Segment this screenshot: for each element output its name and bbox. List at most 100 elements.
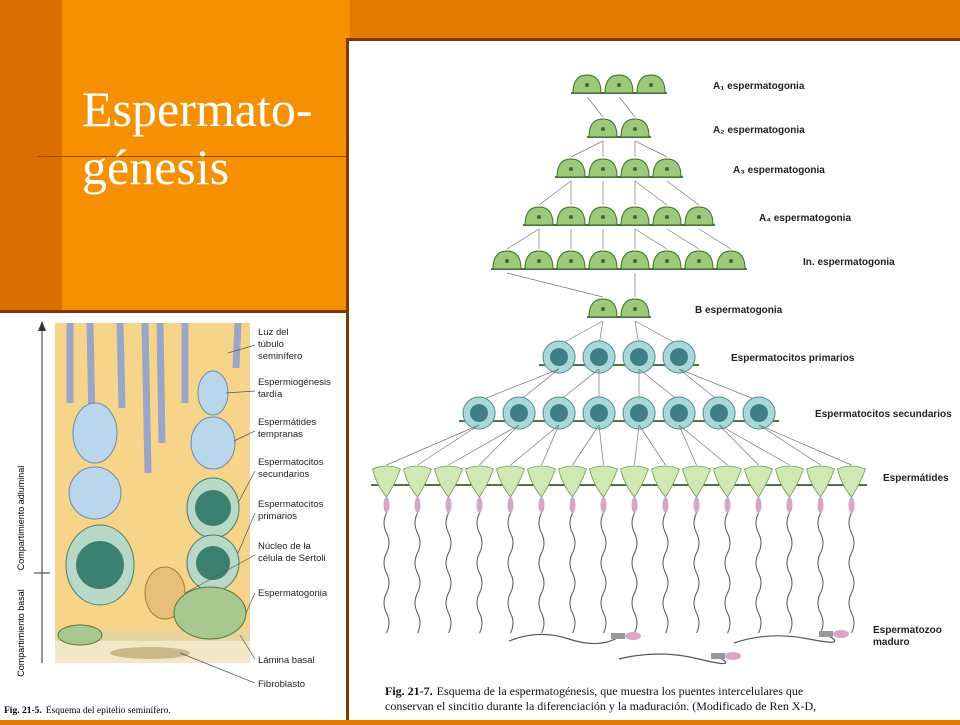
nucleolus — [601, 215, 605, 219]
mature-sperm-1-head — [625, 632, 641, 640]
nucleus-right-1 — [195, 490, 231, 526]
left-caption: Fig. 21-5.Esquema del epitelio seminífer… — [4, 705, 171, 716]
mature-sperm-2-tail — [618, 653, 727, 665]
spermatid-tail — [569, 512, 576, 634]
spermatid-head — [507, 497, 514, 513]
nucleolus — [665, 215, 669, 219]
spermatid-head — [848, 497, 855, 513]
spermatid-tail — [414, 512, 421, 634]
nucleolus — [601, 167, 605, 171]
nucleolus — [665, 259, 669, 263]
spermatid-head — [445, 497, 452, 513]
title-divider — [38, 156, 350, 157]
label-basal-lamina: Lámina basal — [258, 655, 315, 666]
spermatid-head — [662, 497, 669, 513]
spermatid-head — [476, 497, 483, 513]
spermatid — [682, 465, 712, 498]
spermatid-tail — [786, 512, 793, 634]
tail-3 — [116, 322, 126, 409]
spermatid-tail — [383, 512, 390, 634]
late-spermatid — [197, 370, 229, 416]
slide-title-line-2: génesis — [82, 139, 230, 195]
mature-sperm-1-tail — [508, 633, 620, 645]
spermatid-head — [693, 497, 700, 513]
tail-4 — [141, 322, 152, 474]
fibroblast — [110, 647, 190, 659]
label-leaders — [179, 344, 256, 684]
mature-sperm-2-midpiece — [711, 653, 725, 659]
nucleolus — [569, 259, 573, 263]
right-caption-text-1: Esquema de la espermatogénesis, que mues… — [437, 684, 804, 698]
lineage-line — [510, 424, 560, 466]
nucleolus — [537, 215, 541, 219]
label-late-1: Espermiogénesis — [258, 377, 331, 388]
spermatid-head — [631, 497, 638, 513]
left-color-strip — [0, 0, 62, 310]
left-caption-label: Fig. 21-5. — [4, 706, 42, 716]
nucleolus — [537, 259, 541, 263]
lineage-line — [506, 228, 540, 250]
spermatid-tail — [507, 512, 514, 634]
row-5: B espermatogonia — [506, 272, 783, 318]
spermatid — [620, 465, 650, 498]
spermatid-head — [724, 497, 731, 513]
row-label-4: In. espermatogonia — [803, 257, 895, 268]
lineage-line — [678, 424, 697, 466]
label-sertoli-1: Núcleo de la — [258, 541, 312, 552]
seminiferous-epithelium-diagram: Compartimiento adluminal Compartimiento … — [4, 321, 331, 716]
spermatid — [434, 465, 464, 498]
spermatid — [775, 465, 805, 498]
mature-sperm-3-head — [833, 630, 849, 638]
spermatid — [651, 465, 681, 498]
label-sertoli-2: célula de Sertoli — [258, 553, 326, 564]
nucleolus — [729, 259, 733, 263]
lineage-line — [678, 368, 720, 402]
row-label-1: A₂ espermatogonia — [713, 125, 805, 136]
row-label-5: B espermatogonia — [695, 305, 783, 316]
lineage-line — [634, 228, 668, 250]
tail-5 — [156, 322, 166, 444]
title-panel — [62, 0, 350, 310]
spermatocyte-nucleus — [670, 404, 688, 422]
spermatid-tail — [445, 512, 452, 634]
label-lumen-2: túbulo — [258, 339, 284, 350]
label-prim-1: Espermatocitos — [258, 499, 324, 510]
label-lumen-1: Luz del — [258, 327, 289, 338]
lineage-line — [598, 424, 604, 466]
row-8: Espermátides — [371, 424, 949, 634]
spermatocyte-nucleus — [550, 404, 568, 422]
label-adluminal: Compartimiento adluminal — [16, 466, 26, 571]
row-label-7: Espermatocitos secundarios — [815, 409, 952, 420]
label-prim-2: primarios — [258, 511, 297, 522]
lineage-line — [572, 424, 600, 466]
slide-title-line-1: Espermato- — [82, 81, 313, 137]
spermatid-head — [786, 497, 793, 513]
label-fibroblast: Fibroblasto — [258, 679, 305, 690]
label-late-2: tardía — [258, 389, 283, 400]
spermatid-head — [538, 497, 545, 513]
row-label-3: A₄ espermatogonia — [759, 213, 851, 224]
lineage-line — [634, 180, 668, 206]
lineage-line — [618, 96, 636, 118]
nucleolus — [633, 215, 637, 219]
mature-sperm-2-head — [725, 652, 741, 660]
spermatocyte-nucleus — [590, 348, 608, 366]
nucleolus — [505, 259, 509, 263]
spermatid-tail — [538, 512, 545, 634]
lineage-line — [558, 320, 604, 346]
spermatid-tail — [848, 512, 855, 634]
mature-sperm — [508, 630, 849, 665]
early-spermatid-left — [72, 402, 118, 464]
spermatid — [837, 465, 867, 498]
spermatogonia-left — [57, 624, 103, 646]
lineage-line — [634, 320, 680, 346]
tail-7 — [232, 322, 242, 369]
nucleolus — [633, 259, 637, 263]
lineage-line — [478, 368, 560, 402]
lineage-line — [678, 368, 760, 402]
nucleolus — [697, 215, 701, 219]
label-lumen-3: seminífero — [258, 351, 302, 362]
lineage-line — [718, 424, 790, 466]
